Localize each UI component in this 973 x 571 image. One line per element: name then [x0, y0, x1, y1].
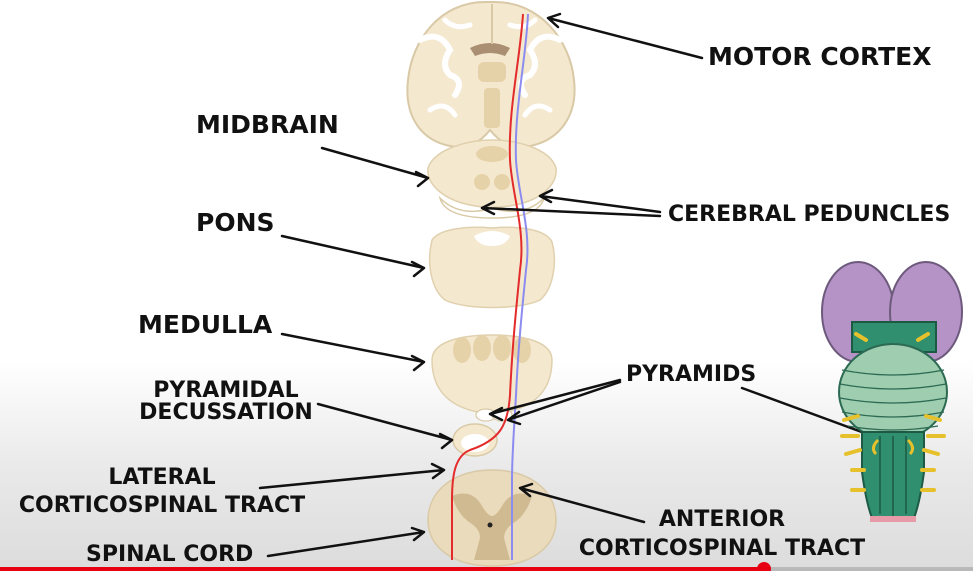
- arrow-medulla: [280, 332, 426, 372]
- arrow-midbrain: [320, 146, 430, 188]
- decussation-section: [452, 423, 498, 457]
- pons-section: [428, 226, 556, 309]
- arrow-pons: [280, 234, 426, 278]
- video-progress-bar[interactable]: [0, 562, 973, 571]
- brain-coronal-section: [406, 0, 576, 148]
- label-pyramidal-decussation: PYRAMIDAL DECUSSATION: [136, 380, 316, 424]
- arrow-motor-cortex: [546, 12, 704, 60]
- arrow-anterior-corticospinal: [518, 482, 646, 524]
- label-pons: PONS: [196, 208, 275, 237]
- arrow-cerebral-peduncles-2: [480, 200, 662, 218]
- arrow-cerebral-peduncles-1: [538, 188, 662, 214]
- label-midbrain: MIDBRAIN: [196, 110, 339, 139]
- label-anterior-line1: ANTERIOR: [658, 507, 786, 532]
- label-spinal-cord: SPINAL CORD: [86, 542, 254, 567]
- label-anterior-line2: CORTICOSPINAL TRACT: [578, 535, 866, 561]
- spinal-cord-section: [427, 469, 557, 567]
- arrow-pyramids-2: [506, 380, 622, 426]
- arrow-pyramidal-decussation: [316, 402, 454, 450]
- label-pyramidal-decussation-line1: PYRAMIDAL: [153, 378, 299, 403]
- label-anterior-corticospinal-tract: ANTERIOR CORTICOSPINAL TRACT: [570, 506, 874, 563]
- label-medulla: MEDULLA: [138, 310, 273, 339]
- label-lateral-corticospinal-tract: LATERAL CORTICOSPINAL TRACT: [12, 464, 312, 519]
- video-scrubber-handle[interactable]: [756, 562, 771, 571]
- arrow-lateral-corticospinal: [258, 462, 446, 490]
- label-cerebral-peduncles: CEREBRAL PEDUNCLES: [668, 202, 951, 227]
- arrow-pyramids-1: [488, 378, 622, 422]
- motor-tract-path: [451, 13, 529, 560]
- video-progress-fill: [0, 567, 764, 571]
- label-lateral-line2: CORTICOSPINAL TRACT: [18, 492, 306, 518]
- label-lateral-line1: LATERAL: [108, 465, 216, 490]
- arrow-spinal-cord: [266, 526, 426, 558]
- label-pyramids: PYRAMIDS: [626, 362, 757, 387]
- label-pyramidal-decussation-line2: DECUSSATION: [139, 400, 313, 425]
- pointer-arrows: [258, 12, 880, 558]
- brainstem-illustration: [821, 261, 963, 522]
- midbrain-section: [427, 139, 557, 219]
- label-motor-cortex: MOTOR CORTEX: [708, 42, 932, 71]
- medulla-section: [431, 334, 553, 422]
